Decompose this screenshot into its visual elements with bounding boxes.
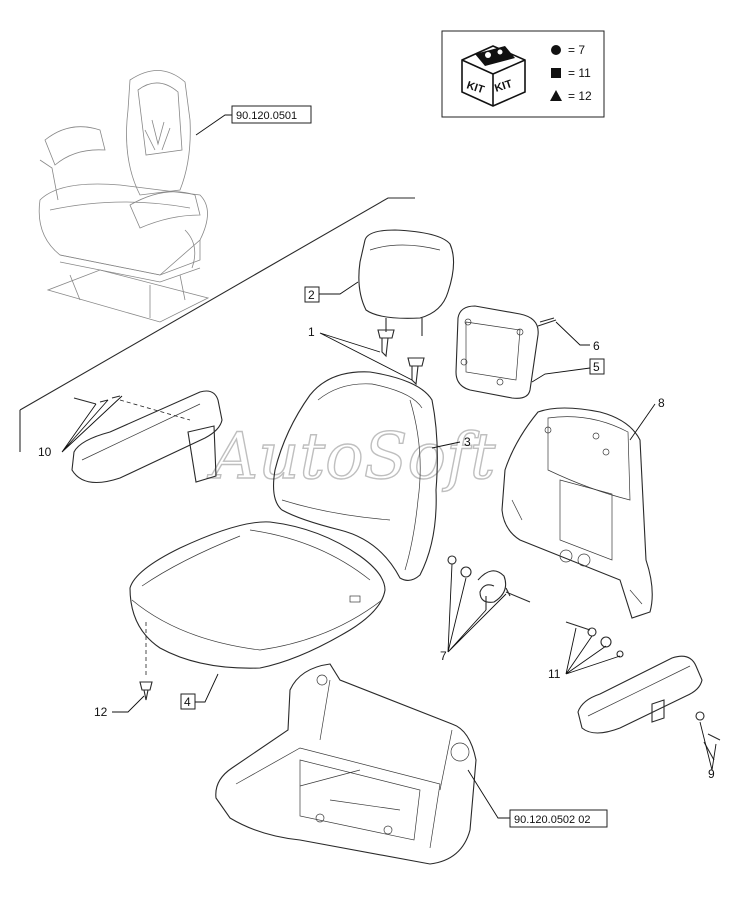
leader-8 [629, 403, 656, 441]
callout-6: 6 [593, 339, 600, 353]
callout-8: 8 [658, 396, 665, 410]
kit-entry-circle: = 7 [568, 43, 585, 57]
square-symbol-icon [551, 68, 561, 78]
callout-3: 3 [464, 435, 471, 449]
right-armrest [577, 655, 721, 761]
headrest-guides [377, 329, 425, 386]
seat-cushion [129, 521, 386, 669]
callout-4: 4 [184, 695, 191, 709]
callout-box-4 [180, 693, 196, 710]
armrest-hardware-right [565, 621, 624, 658]
leader-seat-frame [467, 769, 510, 819]
leader-9 [699, 721, 717, 771]
callout-11: 11 [548, 667, 561, 681]
callout-box-5 [589, 358, 605, 375]
left-armrest [71, 390, 223, 484]
callout-box-2 [304, 286, 320, 303]
callout-10: 10 [38, 445, 52, 459]
leader-2 [319, 281, 359, 295]
callout-12: 12 [94, 705, 108, 719]
watermark-text: AutoSoft [207, 420, 496, 494]
circle-symbol-icon [551, 45, 561, 55]
ref-box-seat-frame [509, 809, 608, 828]
triangle-symbol-icon [550, 90, 562, 101]
callout-7: 7 [440, 649, 447, 663]
backrest-cushion [273, 371, 438, 581]
leader-seat-assembly [195, 114, 232, 136]
callout-9: 9 [708, 767, 715, 781]
screw-6 [537, 317, 557, 327]
callout-2: 2 [308, 288, 315, 302]
seat-assembly-illustration [38, 70, 210, 323]
inset-boundary-line [19, 197, 415, 411]
leader-7 [447, 563, 507, 653]
leader-10 [61, 395, 123, 453]
callout-1: 1 [308, 325, 315, 339]
kit-entry-square: = 11 [568, 66, 591, 80]
kit-legend: KIT KIT = 7 = 11 = 12 [441, 30, 605, 118]
callout-5: 5 [593, 360, 600, 374]
leader-11 [565, 627, 621, 675]
backrest-frame [501, 407, 653, 619]
kit-entry-triangle: = 12 [568, 89, 592, 103]
leader-1 [319, 332, 413, 381]
ref-box-seat-assembly [231, 105, 312, 124]
seat-base-frame [215, 663, 477, 865]
kit-box-icon: KIT KIT [461, 45, 526, 107]
kit-label-left: KIT [465, 79, 486, 96]
leader-12 [112, 695, 145, 713]
leader-3 [431, 441, 461, 449]
screw-12 [139, 681, 153, 701]
ref-label-seat-frame: 90.120.0502 02 [514, 814, 590, 826]
ref-label-seat-assembly: 90.120.0501 [236, 110, 297, 122]
leader-5 [531, 367, 591, 383]
headrest-part [358, 229, 455, 336]
kit-label-right: KIT [493, 78, 514, 95]
back-cover-panel [455, 305, 539, 399]
leader-4 [195, 673, 219, 703]
leader-6 [555, 321, 590, 346]
